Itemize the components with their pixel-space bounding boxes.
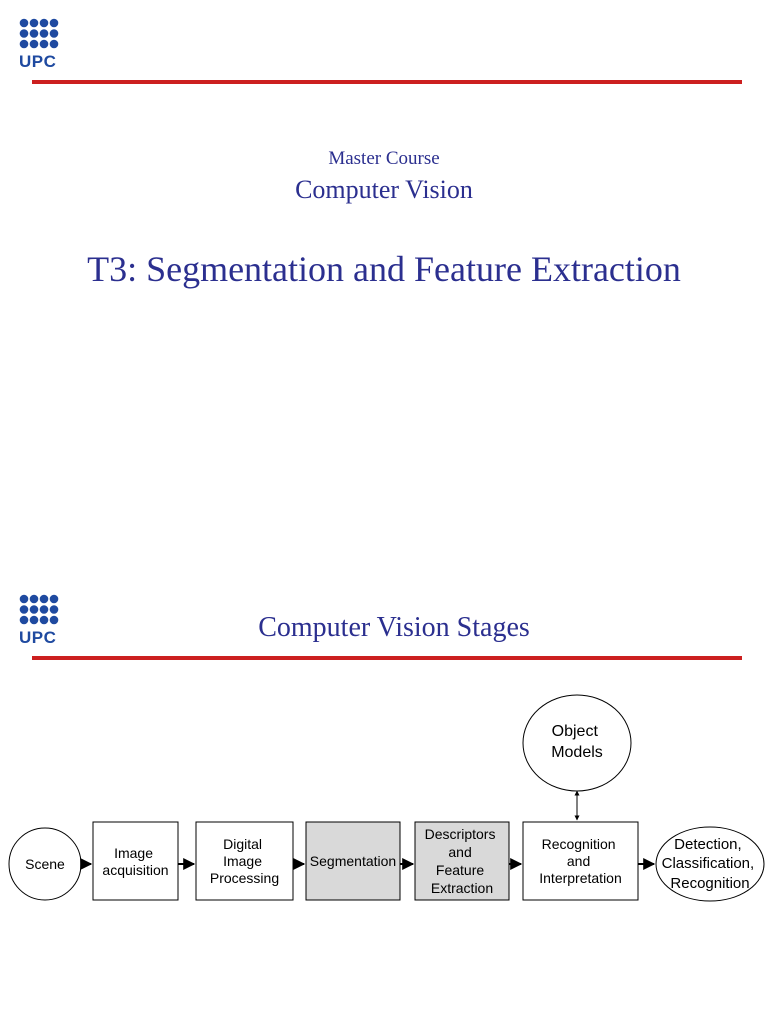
upc-logo-dots-icon — [19, 18, 59, 49]
node-label: Descriptors and Feature Extraction — [425, 826, 500, 896]
course-label: Master Course — [328, 148, 440, 169]
header-red-rule — [32, 656, 742, 660]
logo-dot — [19, 605, 29, 614]
logo-dot — [39, 18, 49, 28]
logo-dot — [49, 594, 59, 604]
logo-dot — [49, 615, 59, 625]
node-image-acquisition: Image acquisition — [92, 821, 179, 901]
logo-dot — [39, 615, 49, 625]
node-label: Recognition and Interpretation — [539, 836, 622, 886]
logo-dot — [19, 594, 29, 604]
node-label: Object Models — [551, 723, 603, 761]
node-object-models: Object Models — [522, 694, 632, 792]
node-label: Digital Image Processing — [210, 836, 279, 886]
logo-dot — [19, 615, 29, 625]
node-label: Scene — [25, 856, 65, 872]
node-detection-classification-recognition: Detection, Classification, Recognition — [655, 826, 765, 902]
logo-dot — [29, 39, 39, 49]
node-digital-image-processing: Digital Image Processing — [195, 821, 294, 901]
stages-slide: UPC Computer Vision Stages Object Models — [0, 576, 768, 1024]
logo-dot — [39, 29, 49, 38]
node-recognition-interpretation: Recognition and Interpretation — [522, 821, 639, 901]
node-scene: Scene — [8, 827, 82, 901]
page-title: Computer Vision Stages — [258, 612, 530, 643]
logo-dot — [49, 18, 59, 28]
logo-dot — [19, 39, 29, 49]
node-segmentation: Segmentation — [305, 821, 401, 901]
logo-dot — [49, 605, 59, 614]
topic-title: T3: Segmentation and Feature Extraction — [87, 249, 681, 289]
title-slide: UPC Master Course Computer Vision T3: Se… — [19, 18, 742, 289]
logo-dot — [49, 39, 59, 49]
logo-dot — [19, 29, 29, 38]
logo-dot — [39, 594, 49, 604]
upc-logo: UPC — [19, 18, 59, 70]
node-label: Segmentation — [310, 853, 396, 869]
node-label: Detection, Classification, Recognition — [662, 836, 759, 892]
stages-diagram: Object Models Scene Image acquisition — [8, 694, 765, 902]
logo-dot — [39, 605, 49, 614]
logo-dot — [29, 605, 39, 614]
upc-logo: UPC — [19, 594, 59, 646]
header-red-rule — [32, 80, 742, 84]
logo-dot — [39, 39, 49, 49]
logo-dot — [29, 18, 39, 28]
upc-logo-text: UPC — [19, 52, 57, 71]
logo-dot — [29, 594, 39, 604]
node-label: Image acquisition — [102, 845, 168, 878]
logo-dot — [19, 18, 29, 28]
logo-dot — [29, 29, 39, 38]
logo-dot — [29, 615, 39, 625]
subject-title: Computer Vision — [295, 175, 473, 204]
upc-logo-text: UPC — [19, 628, 57, 647]
node-descriptors-feature-extraction: Descriptors and Feature Extraction — [414, 821, 510, 901]
logo-dot — [49, 29, 59, 38]
upc-logo-dots-icon — [19, 594, 59, 625]
